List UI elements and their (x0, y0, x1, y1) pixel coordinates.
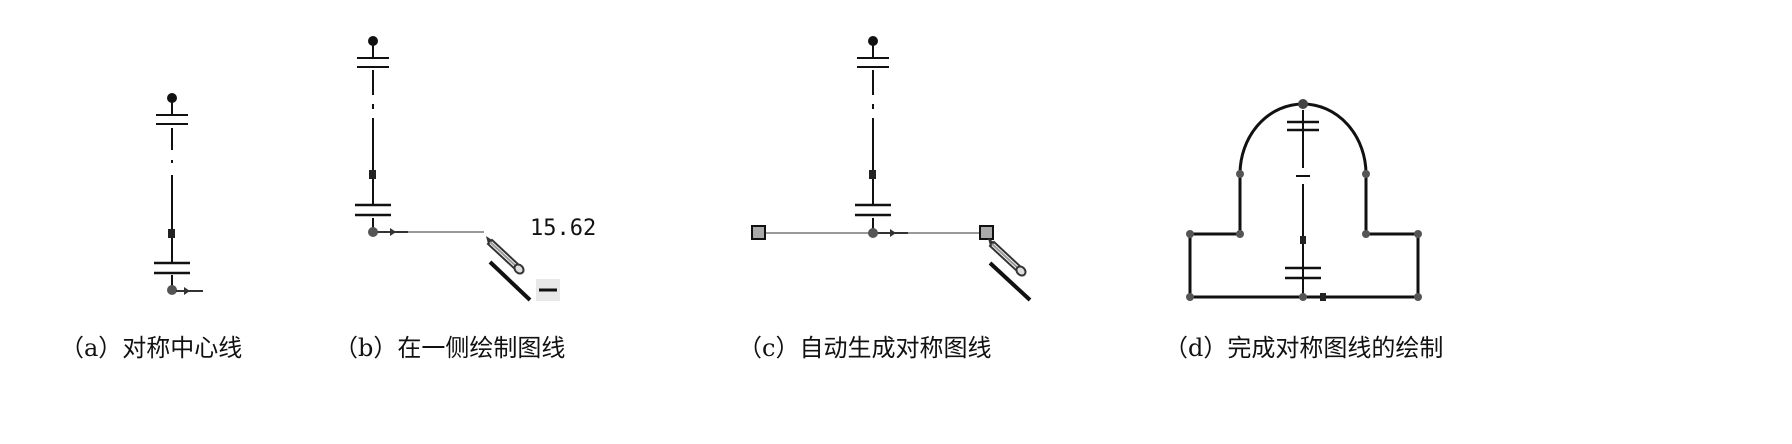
profile-vertex (1414, 230, 1422, 238)
profile-vertex (1186, 293, 1194, 301)
caption-b: （b）在一侧绘制图线 (334, 334, 566, 362)
profile-vertex (1236, 170, 1244, 178)
profile-vertex (1362, 170, 1370, 178)
caption-d: （d）完成对称图线的绘制 (1164, 334, 1444, 362)
profile-vertex (1236, 230, 1244, 238)
panel-a-centerline (154, 93, 203, 295)
caption-c: （c）自动生成对称图线 (738, 334, 992, 362)
panel-b-one-side: 15.62 (355, 36, 596, 302)
centerline-origin-point (167, 285, 177, 295)
sketch-origin-point (868, 228, 878, 238)
panel-c-auto-symmetry (751, 36, 1032, 302)
right-endpoint-handle (979, 225, 994, 240)
profile-vertex (1362, 230, 1370, 238)
dimension-value: 15.62 (530, 216, 596, 241)
left-endpoint-handle (751, 225, 766, 240)
sketch-origin-point (368, 227, 378, 237)
horizontal-constraint-icon (988, 261, 1032, 302)
horizontal-constraint-icon (488, 260, 532, 302)
centerline-endpoint (368, 36, 378, 46)
sketch-origin-point (1299, 293, 1307, 301)
centerline-endpoint (167, 93, 177, 103)
profile-vertex (1414, 293, 1422, 301)
caption-a: （a）对称中心线 (60, 334, 243, 362)
profile-vertex (1186, 230, 1194, 238)
pencil-cursor-icon (987, 237, 1029, 279)
arc-top-point (1298, 99, 1308, 109)
panel-d-completed-profile (1186, 99, 1422, 301)
centerline-endpoint (868, 36, 878, 46)
pencil-cursor-icon (485, 235, 527, 277)
